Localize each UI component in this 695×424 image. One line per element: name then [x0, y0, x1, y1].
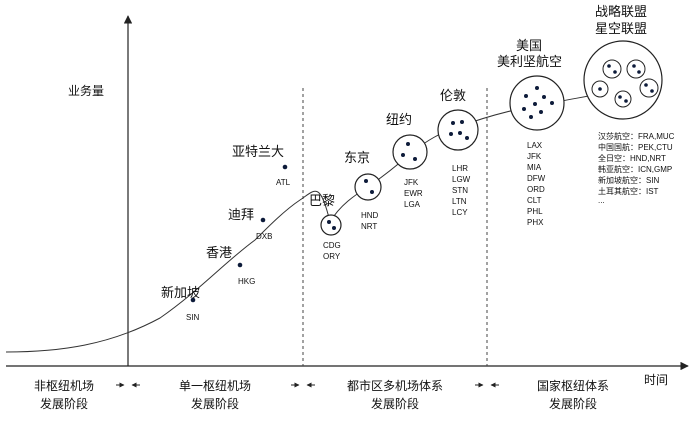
airport-dot: [260, 217, 266, 223]
city-label-paris: 巴黎: [309, 194, 335, 209]
alliance-member: 土耳其航空：IST: [598, 186, 659, 196]
airport-code: CDG: [323, 241, 341, 250]
member-circle: [614, 90, 632, 108]
airport-code: LGW: [452, 175, 471, 184]
airport-dot: [332, 226, 336, 230]
airport-dot: [637, 70, 641, 74]
member-circle: [626, 59, 646, 79]
airport-code: STN: [452, 186, 468, 195]
airport-dot: [650, 89, 654, 93]
stage-label-metro-multi-airport: 都市区多机场体系: [347, 378, 443, 393]
stage-label-single-hub: 单一枢纽机场: [179, 378, 251, 393]
member-circle: [602, 59, 622, 79]
airport-dot: [524, 94, 528, 98]
airport-dot: [282, 164, 288, 170]
airport-dot: [460, 120, 464, 124]
airport-code: DXB: [256, 232, 272, 241]
group-label-strategic-alliance: 战略联盟: [595, 4, 647, 20]
airport-code: DFW: [527, 174, 546, 183]
group-label-usa: 美国: [516, 39, 542, 54]
stage-label-national-hub: 发展阶段: [549, 396, 597, 411]
airport-dot: [522, 107, 526, 111]
alliance-member: 汉莎航空：FRA,MUC: [598, 131, 675, 141]
airport-code: LHR: [452, 164, 468, 173]
group-label-star-alliance: 星空联盟: [595, 22, 647, 37]
airport-code: PHX: [527, 218, 544, 227]
airport-dot: [529, 115, 533, 119]
airport-code: ATL: [276, 178, 291, 187]
airport-code: LAX: [527, 141, 543, 150]
city-label-hong-kong: 香港: [206, 246, 232, 261]
group-label-american-airlines: 美利坚航空: [497, 54, 562, 70]
airport-dot: [542, 95, 546, 99]
airport-dot: [539, 110, 543, 114]
city-label-london: 伦敦: [440, 88, 466, 104]
airport-dot: [535, 86, 539, 90]
city-circle: [354, 173, 382, 201]
airport-code: JFK: [404, 178, 419, 187]
stage-label-metro-multi-airport: 发展阶段: [371, 396, 419, 411]
airport-code: ORD: [527, 185, 545, 194]
stage-label-single-hub: 发展阶段: [191, 396, 239, 411]
airport-dot: [458, 131, 462, 135]
airport-dot: [598, 87, 602, 91]
airport-dot: [413, 157, 417, 161]
airport-dot: [190, 297, 196, 303]
airport-dot: [237, 262, 243, 268]
airport-dot: [401, 153, 405, 157]
alliance-member: 韩亚航空：ICN,GMP: [598, 164, 672, 174]
airport-dot: [364, 179, 368, 183]
alliance-member: 全日空：HND,NRT: [598, 153, 666, 163]
airport-code: ORY: [323, 252, 341, 261]
airport-dot: [607, 64, 611, 68]
alliance-member: 中国国航：PEK,CTU: [598, 142, 673, 152]
airport-code: CLT: [527, 196, 542, 205]
city-label-dubai: 迪拜: [228, 208, 254, 223]
stage-label-non-hub: 非枢纽机场: [34, 378, 94, 393]
airport-code: NRT: [361, 222, 377, 231]
city-circle: [509, 75, 565, 131]
airport-dot: [624, 99, 628, 103]
airport-dot: [449, 132, 453, 136]
stage-label-national-hub: 国家枢纽体系: [537, 378, 609, 393]
airport-code: LTN: [452, 197, 467, 206]
airport-code: PHL: [527, 207, 543, 216]
y-axis-label: 业务量: [68, 83, 104, 98]
airport-code: JFK: [527, 152, 542, 161]
airport-code: HKG: [238, 277, 255, 286]
alliance-member: ...: [598, 196, 605, 205]
airport-code: SIN: [186, 313, 200, 322]
city-circle: [392, 134, 428, 170]
stage-label-non-hub: 发展阶段: [40, 396, 88, 411]
city-label-singapore: 新加坡: [161, 285, 200, 301]
airport-dot: [644, 83, 648, 87]
airport-dot: [533, 102, 537, 106]
alliance-member: 新加坡航空：SIN: [598, 175, 660, 185]
city-label-new-york: 纽约: [386, 113, 412, 128]
airport-dot: [632, 64, 636, 68]
airport-dot: [618, 95, 622, 99]
airport-code: MIA: [527, 163, 542, 172]
city-label-atlanta: 亚特兰大: [232, 145, 284, 160]
member-circle: [639, 78, 659, 98]
x-axis-label: 时间: [644, 373, 668, 387]
city-label-tokyo: 东京: [344, 151, 370, 166]
airport-code: LGA: [404, 200, 421, 209]
airport-dot: [370, 190, 374, 194]
airport-dot: [406, 142, 410, 146]
airport-code: LCY: [452, 208, 468, 217]
airport-dot: [451, 121, 455, 125]
airport-dot: [465, 136, 469, 140]
airport-code: EWR: [404, 189, 423, 198]
airport-dot: [327, 220, 331, 224]
alliance-circle: [583, 40, 663, 120]
city-circle: [320, 214, 342, 236]
airport-dot: [550, 101, 554, 105]
airport-code: HND: [361, 211, 379, 220]
airport-dot: [613, 70, 617, 74]
city-circle: [437, 109, 479, 151]
